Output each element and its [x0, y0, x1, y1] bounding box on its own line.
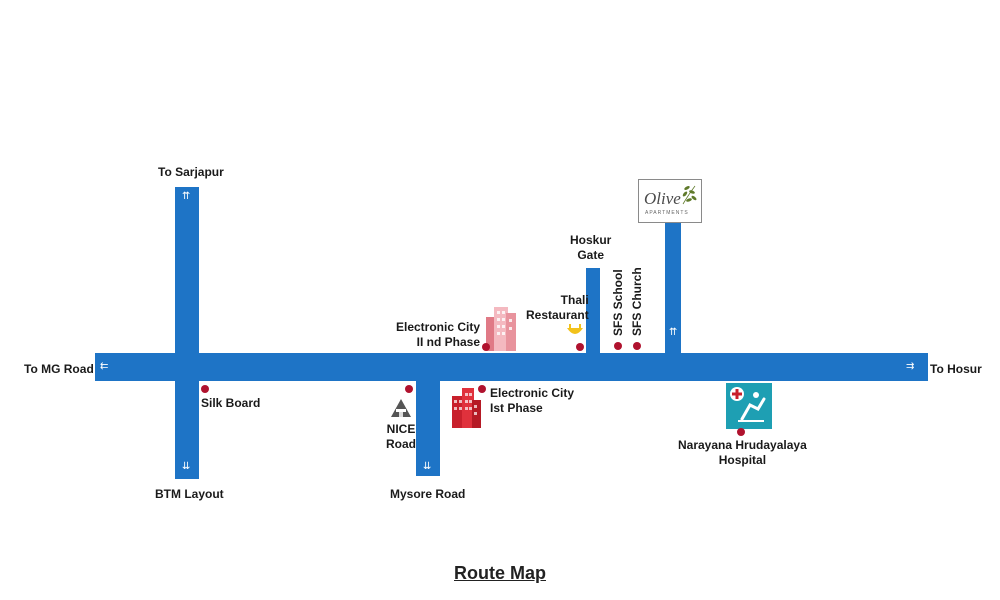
olive-logo-tagline: APARTMENTS [645, 210, 689, 216]
map-title: Route Map [0, 563, 1000, 584]
building-icon [450, 386, 482, 428]
nice-road-icon [390, 397, 412, 419]
hospital-label: Narayana Hrudayalaya Hospital [678, 438, 807, 467]
sarjapur-btm-road [175, 187, 199, 479]
ec-phase1-marker [478, 385, 486, 393]
map-title-text: Route Map [454, 563, 546, 583]
double-arrow-icon: ⇊ [423, 461, 431, 472]
mysore-road [416, 381, 440, 476]
nice-road-marker [405, 385, 413, 393]
restaurant-icon [565, 322, 585, 342]
hoskur-gate-road [586, 268, 600, 353]
btm-layout-label: BTM Layout [155, 487, 224, 501]
hospital-marker [737, 428, 745, 436]
to-mg-road-label: To MG Road [24, 362, 94, 376]
double-arrow-icon: ⇈ [182, 191, 190, 202]
sfs-school-label: SFS School [611, 269, 625, 336]
to-sarjapur-label: To Sarjapur [158, 165, 224, 179]
double-arrow-icon: ⇉ [906, 361, 914, 372]
sfs-church-marker [633, 342, 641, 350]
hoskur-gate-label: Hoskur Gate [570, 233, 612, 262]
thali-restaurant-marker [576, 343, 584, 351]
ec-phase2-marker [482, 343, 490, 351]
thali-restaurant-label: Thali Restaurant [526, 293, 589, 322]
double-arrow-icon: ⇊ [182, 461, 190, 472]
olive-logo-name: Olive [644, 189, 681, 208]
double-arrow-icon: ⇇ [100, 361, 108, 372]
hospital-icon [726, 383, 772, 429]
double-arrow-icon: ⇈ [669, 327, 677, 338]
main-road [95, 353, 928, 381]
olive-logo: Olive APARTMENTS [638, 179, 702, 223]
sfs-school-marker [614, 342, 622, 350]
sfs-church-label: SFS Church [630, 267, 644, 336]
to-hosur-label: To Hosur [930, 362, 982, 376]
ec-phase1-label: Electronic City Ist Phase [490, 386, 575, 415]
building-icon [484, 303, 518, 351]
silk-board-marker [201, 385, 209, 393]
ec-phase2-label: Electronic City II nd Phase [396, 320, 481, 349]
olive-road [665, 222, 681, 353]
nice-road-label: NICE Road [386, 422, 416, 451]
mysore-road-label: Mysore Road [390, 487, 466, 501]
silk-board-label: Silk Board [201, 396, 261, 410]
